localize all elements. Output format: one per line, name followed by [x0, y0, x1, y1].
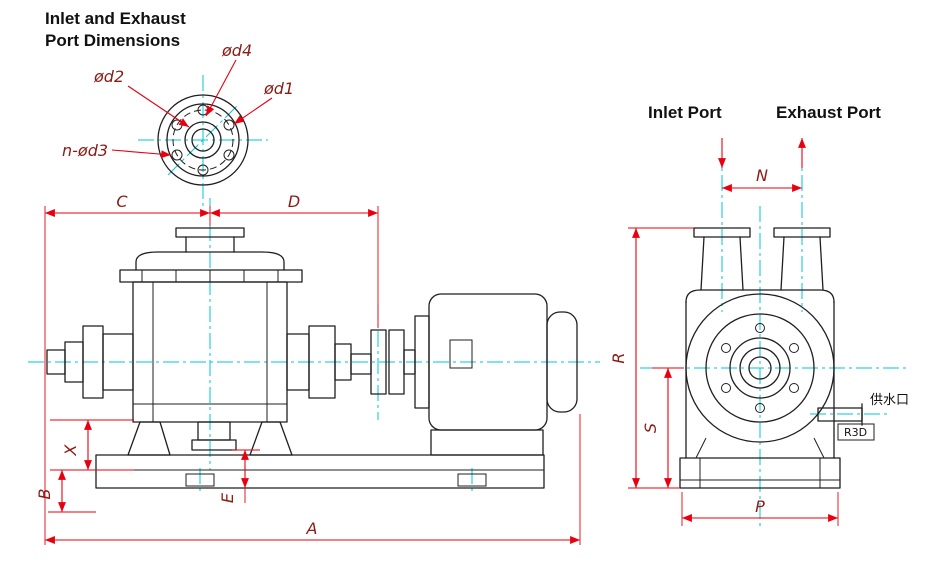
front-base [679, 457, 841, 489]
leader-n-d3 [111, 149, 172, 159]
extension-lines-side [44, 206, 581, 545]
dim-label-n-d3: n-ød3 [62, 141, 108, 160]
dim-label-X: X [61, 443, 80, 456]
front-casing [685, 289, 835, 459]
left-bearing-assembly [46, 325, 134, 399]
dim-label-N: N [756, 166, 768, 185]
dim-label-S: S [641, 423, 660, 433]
dim-label-R: R [609, 352, 628, 363]
top-flange [175, 227, 245, 253]
dim-label-D: D [288, 192, 300, 211]
leader-d2 [127, 85, 190, 128]
exhaust-port-neck [773, 227, 831, 291]
inlet-port-title: Inlet Port [648, 103, 722, 122]
pump-top-cover [119, 251, 303, 283]
motor [414, 293, 578, 456]
drawing-title-line1: Inlet and Exhaust [45, 9, 186, 28]
pump-front-view: Inlet Port Exhaust Port [609, 103, 909, 526]
dim-label-P: P [755, 497, 765, 516]
exhaust-port-title: Exhaust Port [776, 103, 881, 122]
dim-label-d2: ød2 [93, 67, 124, 86]
flange-detail-view: ød4 ød2 ød1 n-ød3 [62, 41, 294, 206]
leader-d1 [233, 97, 273, 125]
dim-label-E: E [218, 492, 237, 503]
dim-label-d4: ød4 [221, 41, 252, 60]
dim-label-d1: ød1 [263, 79, 294, 98]
drain-flange [191, 421, 237, 451]
dim-label-C: C [116, 192, 128, 211]
inlet-port-neck [693, 227, 751, 291]
water-supply-port: R3D 供水口 [817, 393, 909, 441]
leader-d4 [205, 59, 237, 117]
water-port-label: 供水口 [870, 393, 909, 408]
drawing-title-line2: Port Dimensions [45, 31, 180, 50]
water-port-size-label: R3D [844, 426, 867, 439]
baseplate [95, 454, 545, 489]
pump-side-view: C D A X B E [28, 192, 600, 545]
dim-label-B: B [35, 489, 54, 500]
extension-lines-front [628, 227, 839, 526]
dim-label-A: A [306, 519, 318, 538]
